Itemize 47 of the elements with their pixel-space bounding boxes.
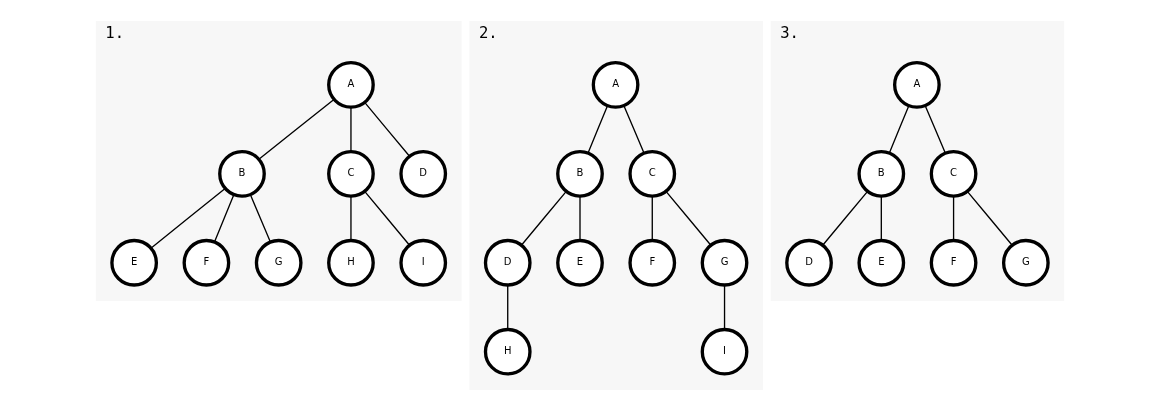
node-circle: E — [856, 238, 905, 287]
node-circle: E — [555, 238, 604, 287]
connector — [622, 105, 645, 154]
node-circle: A — [591, 60, 639, 109]
connector — [888, 105, 909, 154]
connector — [924, 105, 946, 154]
connector — [520, 191, 567, 246]
connector — [723, 284, 725, 331]
connector — [880, 195, 882, 242]
connector — [249, 193, 271, 243]
connector — [665, 191, 711, 246]
connector — [349, 195, 352, 242]
connector — [821, 191, 868, 246]
node-circle: A — [326, 60, 375, 109]
connector — [349, 106, 352, 153]
node-circle: D — [483, 238, 532, 287]
connector — [578, 195, 581, 242]
node-circle: C — [627, 149, 676, 198]
connector — [587, 105, 608, 154]
node-circle: G — [700, 238, 748, 287]
node-circle: F — [627, 238, 676, 287]
connector — [966, 191, 1013, 246]
connector — [952, 195, 954, 242]
node-circle: B — [555, 149, 604, 198]
connector — [213, 193, 235, 243]
node-circle: I — [700, 327, 748, 376]
node-circle: H — [326, 238, 375, 287]
node-circle: C — [326, 149, 375, 198]
node-circle: H — [483, 327, 532, 376]
node-circle: F — [182, 238, 230, 287]
node-circle: D — [784, 238, 833, 287]
node-circle: G — [254, 238, 303, 287]
connector — [150, 187, 226, 249]
connector — [506, 284, 508, 331]
node-circle: E — [109, 238, 158, 287]
node-circle: B — [217, 149, 266, 198]
node-circle: C — [929, 149, 977, 198]
connector — [363, 102, 410, 157]
connector — [363, 191, 410, 246]
node-circle: B — [856, 149, 905, 198]
connector — [257, 98, 335, 160]
node-circle: I — [398, 238, 447, 287]
node-circle: A — [892, 60, 941, 109]
node-circle: D — [398, 149, 447, 198]
node-circle: G — [1001, 238, 1050, 287]
connector — [651, 195, 653, 242]
node-circle: F — [929, 238, 977, 287]
